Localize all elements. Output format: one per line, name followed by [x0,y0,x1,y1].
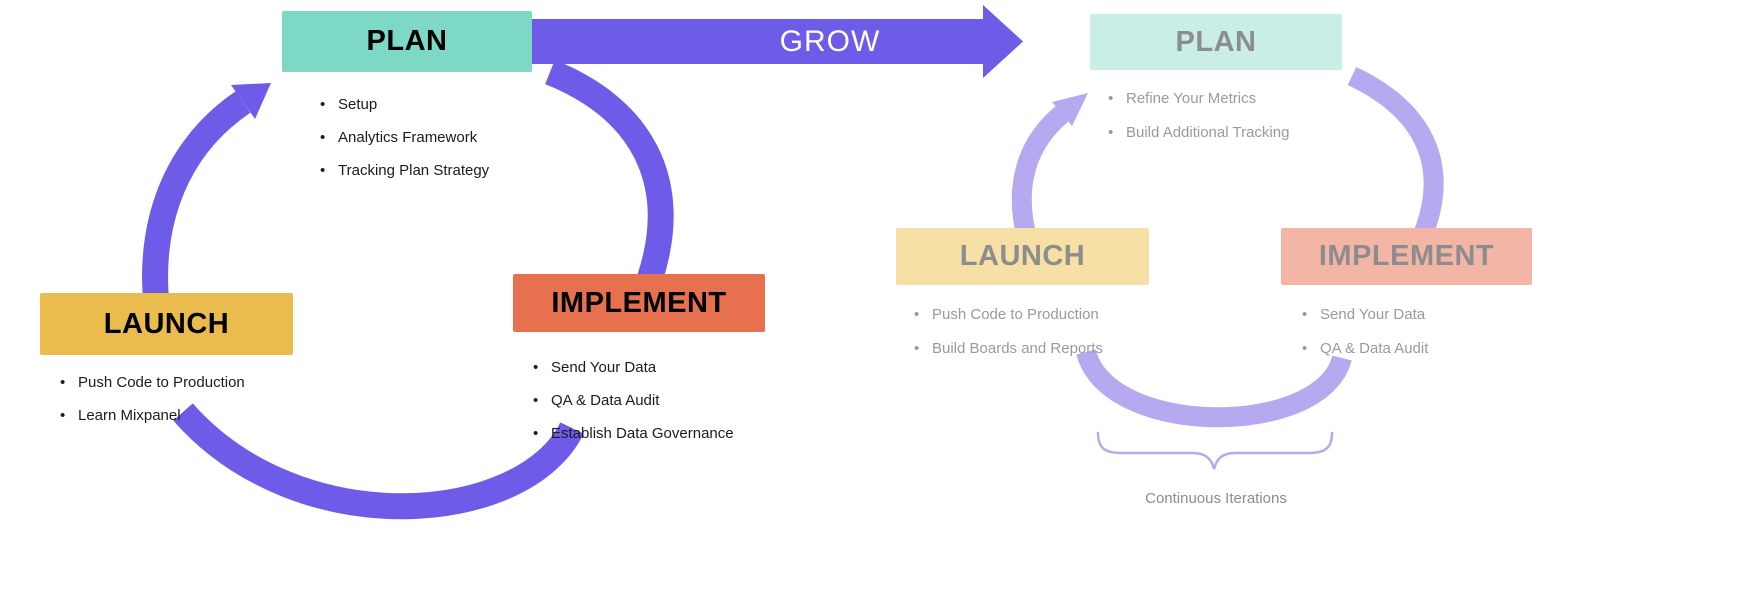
left-implement-bullet-list: Send Your Data QA & Data Audit Establish… [531,359,734,458]
left-plan-bullet-list: Setup Analytics Framework Tracking Plan … [318,96,489,195]
continuous-iterations-brace [1096,431,1334,470]
bullet-item: QA & Data Audit [531,392,734,410]
right-arrow-implement-to-launch [1076,348,1352,428]
bullet-item: Analytics Framework [318,129,489,147]
right-arrow-launch-to-plan-head [1052,93,1088,126]
left-plan-box: PLAN [282,11,532,72]
left-arrow-plan-to-implement [545,59,674,283]
grow-arrow [532,5,1023,78]
right-arrow-plan-to-implement [1347,66,1444,236]
bullet-item: Establish Data Governance [531,425,734,443]
bullet-item: Learn Mixpanel [58,407,245,425]
bullet-item: Tracking Plan Strategy [318,162,489,180]
right-plan-bullet-list: Refine Your Metrics Build Additional Tra… [1106,90,1289,158]
right-launch-bullet-list: Push Code to Production Build Boards and… [912,306,1103,374]
left-arrow-implement-to-launch [173,403,584,520]
bullet-item: QA & Data Audit [1300,340,1428,358]
bullet-item: Build Additional Tracking [1106,124,1289,142]
bullet-item: Setup [318,96,489,114]
left-launch-box: LAUNCH [40,293,293,355]
left-arrow-launch-to-plan-head [231,83,271,119]
bullet-item: Send Your Data [1300,306,1428,324]
left-implement-box: IMPLEMENT [513,274,765,332]
bullet-item: Build Boards and Reports [912,340,1103,358]
continuous-iterations-label: Continuous Iterations [1145,490,1287,507]
right-launch-box: LAUNCH [896,228,1149,285]
grow-arrow-label: GROW [779,25,881,58]
bullet-item: Refine Your Metrics [1106,90,1289,108]
right-implement-bullet-list: Send Your Data QA & Data Audit [1300,306,1428,374]
right-arrow-launch-to-plan [1011,106,1069,245]
bullet-item: Push Code to Production [912,306,1103,324]
right-plan-box: PLAN [1090,14,1342,70]
left-launch-bullet-list: Push Code to Production Learn Mixpanel [58,374,245,440]
bullet-item: Push Code to Production [58,374,245,392]
right-implement-box: IMPLEMENT [1281,228,1532,285]
bullet-item: Send Your Data [531,359,734,377]
